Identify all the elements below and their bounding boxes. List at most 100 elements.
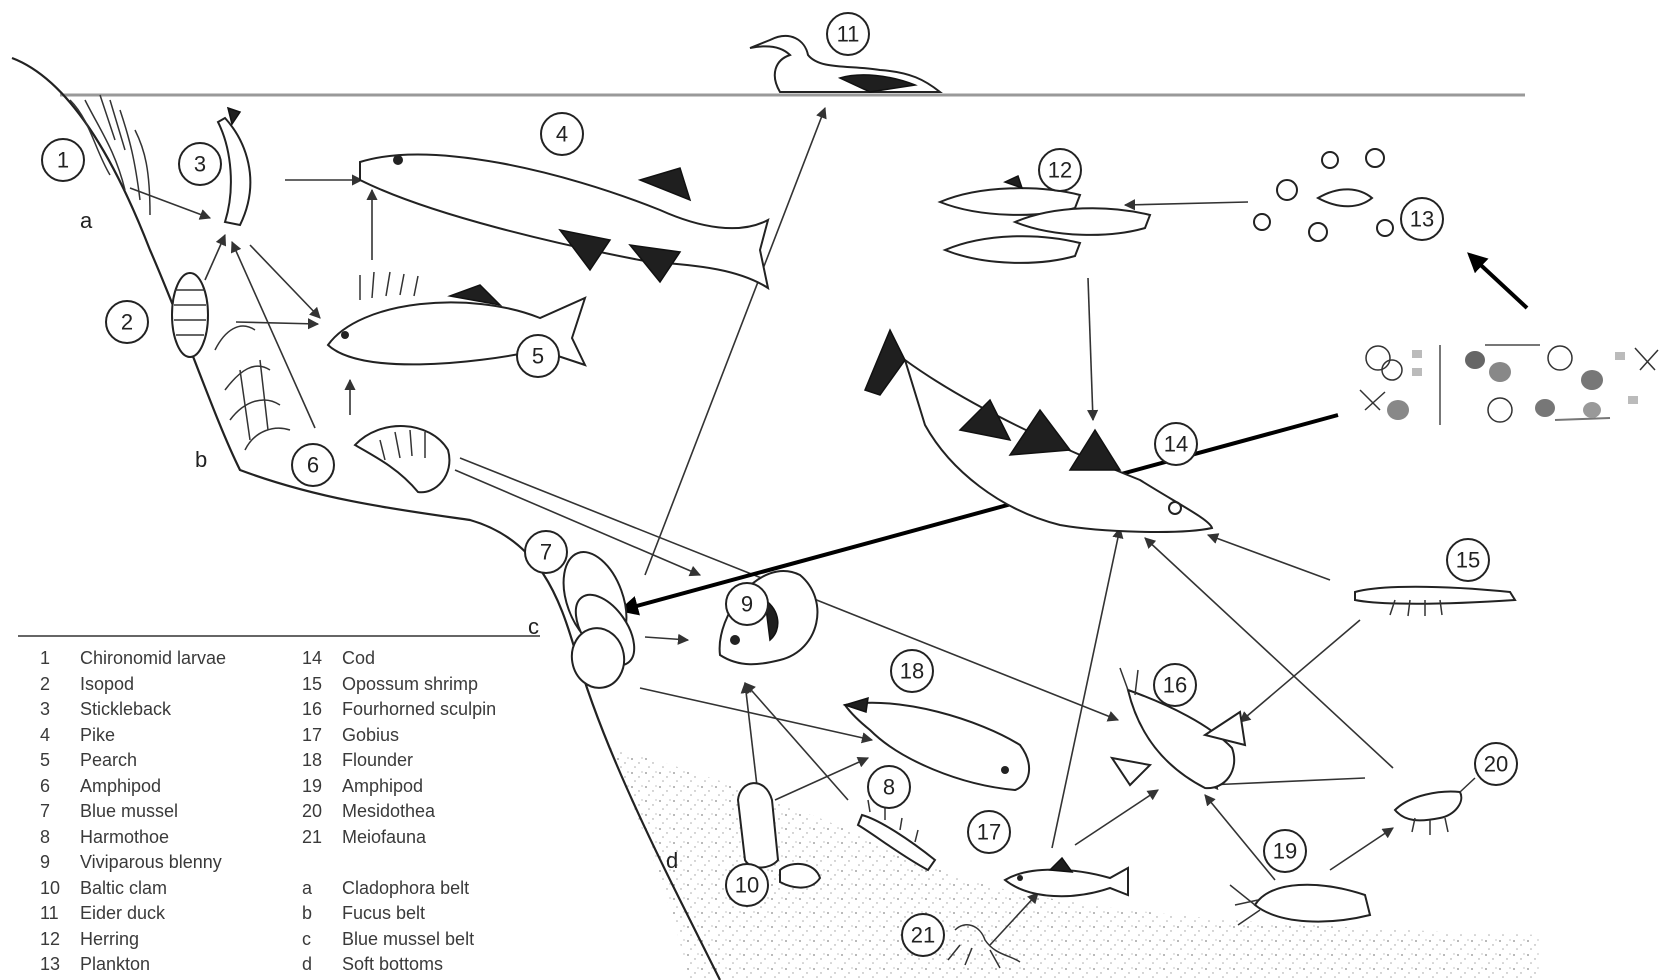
isopod-sketch: [172, 273, 208, 357]
amphipod-19-sketch: [1230, 885, 1370, 925]
marker-5: 5: [517, 335, 559, 377]
legend-key: c: [302, 927, 342, 953]
legend-row-7: 7Blue mussel: [40, 799, 226, 825]
marker-number-18: 18: [900, 659, 924, 684]
legend-row-c: cBlue mussel belt: [302, 927, 496, 953]
fucus-belt-plants: [215, 326, 290, 450]
legend-label: Plankton: [80, 954, 150, 974]
legend-key: 1: [40, 646, 80, 672]
legend-key: 21: [302, 825, 342, 851]
legend-row-12: 12Herring: [40, 927, 226, 953]
legend-label: Blue mussel belt: [342, 929, 474, 949]
marker-number-3: 3: [194, 152, 206, 177]
marker-4: 4: [541, 113, 583, 155]
amphipod-6-sketch: [355, 426, 449, 492]
gobius-sketch: [1005, 858, 1128, 896]
legend-key: 9: [40, 850, 80, 876]
legend-key: 6: [40, 774, 80, 800]
legend-label: Fucus belt: [342, 903, 425, 923]
marker-number-12: 12: [1048, 158, 1072, 183]
legend-key: 17: [302, 723, 342, 749]
marker-number-14: 14: [1164, 432, 1188, 457]
mesidothea-sketch: [1395, 778, 1475, 835]
legend-key: 14: [302, 646, 342, 672]
legend-row-5: 5Pearch: [40, 748, 226, 774]
marker-13: 13: [1401, 198, 1443, 240]
pike-sketch: [360, 155, 768, 288]
marker-15: 15: [1447, 539, 1489, 581]
legend-column-organisms-1: 1Chironomid larvae2Isopod3Stickleback4Pi…: [40, 646, 226, 978]
legend-key: 11: [40, 901, 80, 927]
legend-label: Herring: [80, 929, 139, 949]
zone-letter-a: a: [80, 208, 93, 233]
marker-10: 10: [726, 864, 768, 906]
marker-14: 14: [1155, 423, 1197, 465]
legend-row-a: aCladophora belt: [302, 876, 496, 902]
marker-9: 9: [726, 583, 768, 625]
legend-row-d: dSoft bottoms: [302, 952, 496, 978]
legend-row-b: bFucus belt: [302, 901, 496, 927]
legend-key: 13: [40, 952, 80, 978]
marker-number-19: 19: [1273, 839, 1297, 864]
legend-row-8: 8Harmothoe: [40, 825, 226, 851]
marker-16: 16: [1154, 664, 1196, 706]
legend-row-17: 17Gobius: [302, 723, 496, 749]
legend-key: 19: [302, 774, 342, 800]
legend-row-6: 6Amphipod: [40, 774, 226, 800]
legend-label: Opossum shrimp: [342, 674, 478, 694]
legend-label: Soft bottoms: [342, 954, 443, 974]
legend-row-15: 15Opossum shrimp: [302, 672, 496, 698]
herring-school-sketch: [940, 176, 1150, 263]
legend-key: a: [302, 876, 342, 902]
legend-label: Fourhorned sculpin: [342, 699, 496, 719]
marker-number-20: 20: [1484, 752, 1508, 777]
marker-number-2: 2: [121, 310, 133, 335]
legend-label: Eider duck: [80, 903, 165, 923]
legend-label: Stickleback: [80, 699, 171, 719]
legend-label: Harmothoe: [80, 827, 169, 847]
marker-11: 11: [827, 13, 869, 55]
legend-label: Isopod: [80, 674, 134, 694]
marker-number-21: 21: [911, 923, 935, 948]
marker-number-17: 17: [977, 820, 1001, 845]
phytoplankton-cluster: [1355, 338, 1660, 430]
legend-label: Blue mussel: [80, 801, 178, 821]
plankton-arrows: [622, 255, 1527, 610]
legend-key: b: [302, 901, 342, 927]
marker-number-15: 15: [1456, 548, 1480, 573]
legend-row-9: 9Viviparous blenny: [40, 850, 226, 876]
legend-key: 12: [40, 927, 80, 953]
legend-row-4: 4Pike: [40, 723, 226, 749]
marker-19: 19: [1264, 830, 1306, 872]
legend-label: Chironomid larvae: [80, 648, 226, 668]
legend-key: 20: [302, 799, 342, 825]
marker-number-8: 8: [883, 775, 895, 800]
legend-label: Meiofauna: [342, 827, 426, 847]
legend-row-18: 18Flounder: [302, 748, 496, 774]
zooplankton-sketch: [1254, 149, 1393, 241]
zone-letter-c: c: [528, 614, 539, 639]
legend-row-11: 11Eider duck: [40, 901, 226, 927]
legend-key: 16: [302, 697, 342, 723]
legend-key: 10: [40, 876, 80, 902]
marker-20: 20: [1475, 743, 1517, 785]
legend-key: 15: [302, 672, 342, 698]
legend-column-organisms-2: 14Cod15Opossum shrimp16Fourhorned sculpi…: [302, 646, 496, 978]
legend-key: 5: [40, 748, 80, 774]
legend-key: 2: [40, 672, 80, 698]
marker-number-1: 1: [57, 148, 69, 173]
marker-21: 21: [902, 914, 944, 956]
legend-row-1: 1Chironomid larvae: [40, 646, 226, 672]
legend-spacer: [302, 850, 496, 876]
zone-letter-d: d: [666, 848, 678, 873]
marker-8: 8: [868, 766, 910, 808]
marker-number-6: 6: [307, 453, 319, 478]
marker-number-16: 16: [1163, 673, 1187, 698]
legend-key: 18: [302, 748, 342, 774]
legend-label: Viviparous blenny: [80, 852, 222, 872]
marker-18: 18: [891, 650, 933, 692]
marker-7: 7: [525, 531, 567, 573]
legend-key: d: [302, 952, 342, 978]
legend-row-14: 14Cod: [302, 646, 496, 672]
